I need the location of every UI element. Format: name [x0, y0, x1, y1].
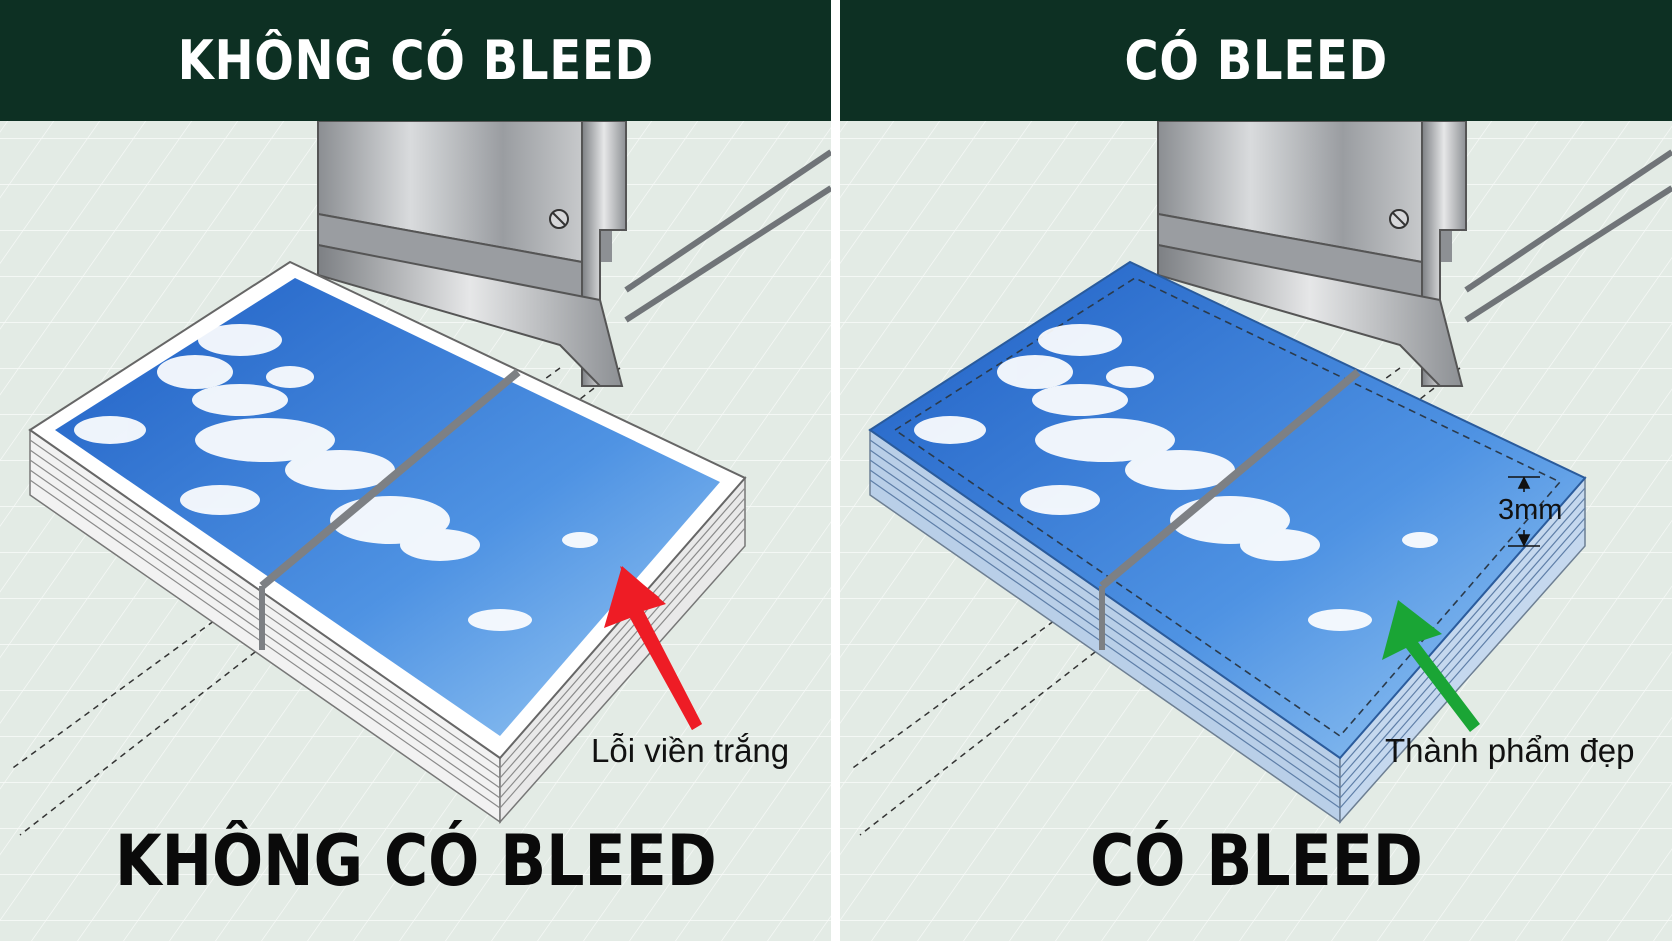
paper-stack	[28, 260, 747, 824]
success-arrow-icon	[1382, 600, 1480, 732]
cut-seam	[1099, 368, 1361, 590]
panel-header: CÓ BLEED	[840, 0, 1672, 121]
green-arrow-shape	[1382, 600, 1480, 732]
result-label: Thành phẩm đẹp	[1385, 732, 1635, 769]
dimension-label: 3mm	[1498, 494, 1563, 526]
panel-caption-text: KHÔNG CÓ BLEED	[114, 820, 717, 902]
panel-header-text: CÓ BLEED	[1124, 29, 1388, 92]
cutting-illustration	[840, 120, 1672, 941]
cut-seam	[259, 368, 521, 590]
panel-caption: KHÔNG CÓ BLEED	[0, 820, 831, 902]
panel-header-text: KHÔNG CÓ BLEED	[177, 29, 654, 92]
panel-header: KHÔNG CÓ BLEED	[0, 0, 831, 121]
panel-caption-text: CÓ BLEED	[1089, 820, 1423, 902]
error-arrow-icon	[604, 566, 702, 730]
dimension-marker	[1508, 476, 1540, 547]
panel-with-bleed: CÓ BLEED	[840, 0, 1672, 941]
guillotine-blade	[1122, 120, 1467, 387]
clouds	[74, 324, 598, 631]
machine-rail	[1464, 149, 1672, 323]
machine-rail	[624, 149, 831, 323]
panel-divider	[831, 0, 840, 941]
cutting-illustration	[0, 120, 831, 941]
panel-caption: CÓ BLEED	[840, 820, 1672, 902]
panel-without-bleed: KHÔNG CÓ BLEED	[0, 0, 831, 941]
defect-label: Lỗi viền trắng	[591, 732, 790, 769]
